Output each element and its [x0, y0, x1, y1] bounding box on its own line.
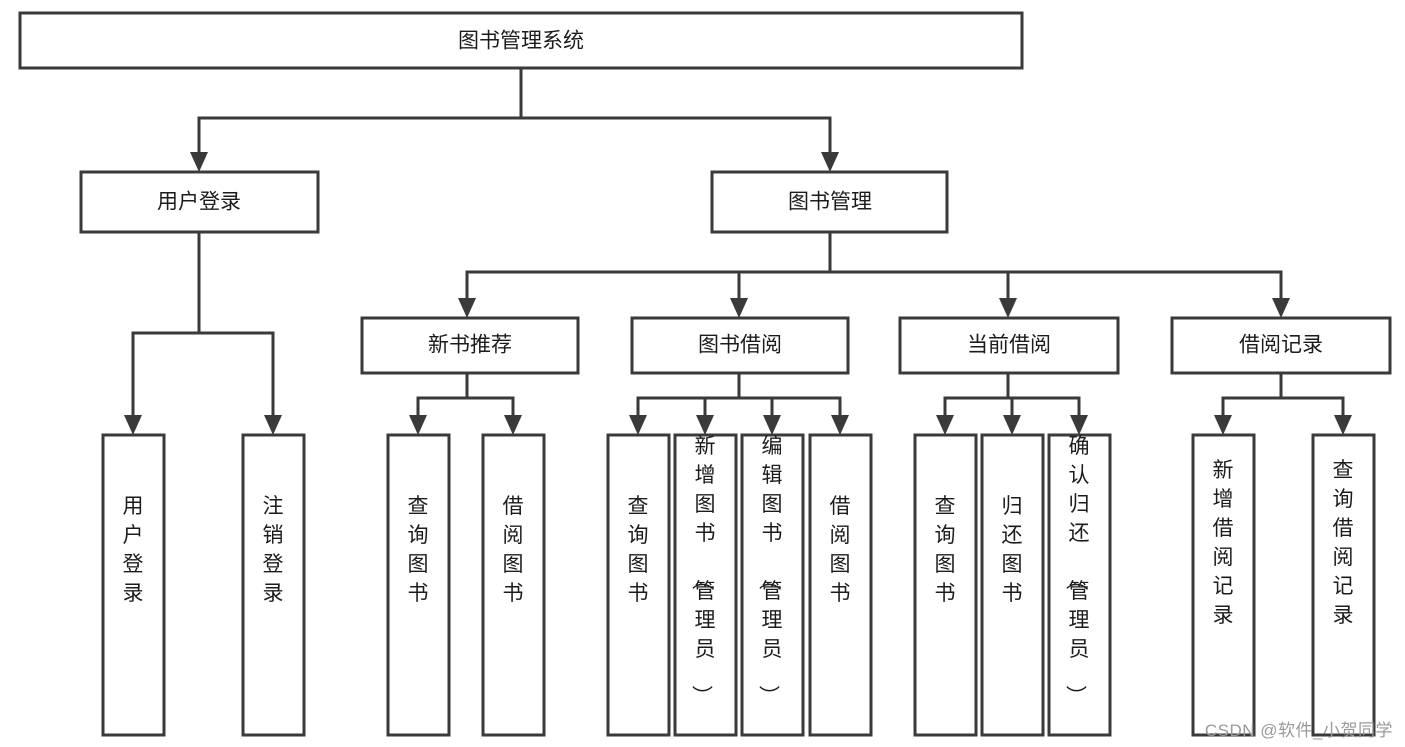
leaf-box — [606, 433, 671, 737]
leaf-borrow-4[interactable]: 借阅图书 — [808, 433, 873, 737]
csdn-watermark: CSDN @软件_小贺同学 — [1204, 721, 1393, 740]
leaf-box — [980, 433, 1045, 737]
leaf-box — [1311, 433, 1376, 737]
leaf-box — [386, 433, 451, 737]
node-current-borrow[interactable]: 当前借阅 — [898, 316, 1120, 375]
leaf-user-login-2[interactable]: 注销登录 — [241, 433, 306, 737]
leaf-borrow-1[interactable]: 查询图书 — [606, 433, 671, 737]
leaf-label: 借阅图书 — [830, 495, 851, 605]
leaf-new-book-1[interactable]: 查询图书 — [386, 433, 451, 737]
leaf-box — [1191, 433, 1256, 737]
leaf-user-login-1[interactable]: 用户登录 — [101, 433, 166, 737]
leaf-box — [101, 433, 166, 737]
leaf-label: 确认归还（管理员） — [1064, 435, 1090, 706]
leaf-box — [808, 433, 873, 737]
node-user-login-label: 用户登录 — [157, 191, 241, 214]
node-book-mgmt[interactable]: 图书管理 — [710, 170, 949, 234]
node-current-borrow-label: 当前借阅 — [967, 334, 1051, 357]
leaf-current-2[interactable]: 归还图书 — [980, 433, 1045, 737]
node-root-box — [18, 11, 1024, 70]
leaf-label: 查询图书 — [935, 495, 956, 605]
node-root[interactable]: 图书管理系统 — [18, 11, 1024, 70]
leaf-borrow-2[interactable]: 新增图书（管理员） — [673, 433, 738, 737]
node-new-book-box — [360, 316, 580, 375]
leaf-label: 用户登录 — [123, 495, 144, 605]
leaf-label: 借阅图书 — [503, 495, 524, 605]
leaf-current-1[interactable]: 查询图书 — [913, 433, 978, 737]
node-book-mgmt-label: 图书管理 — [788, 191, 872, 214]
leaf-record-2[interactable]: 查询借阅记录 — [1311, 433, 1376, 737]
leaf-box — [241, 433, 306, 737]
leaf-box — [481, 433, 546, 737]
connector-group — [124, 66, 1352, 435]
leaf-box — [1047, 433, 1112, 737]
leaf-new-book-2[interactable]: 借阅图书 — [481, 433, 546, 737]
leaf-label: 查询借阅记录 — [1333, 459, 1354, 627]
leaf-label: 编辑图书（管理员） — [757, 435, 783, 706]
node-new-book[interactable]: 新书推荐 — [360, 316, 580, 375]
leaf-borrow-3[interactable]: 编辑图书（管理员） — [740, 433, 805, 737]
leaf-current-3[interactable]: 确认归还（管理员） — [1047, 433, 1112, 737]
node-borrow-record-box — [1170, 316, 1392, 375]
leaf-label: 注销登录 — [263, 495, 284, 605]
node-root-label: 图书管理系统 — [458, 30, 584, 53]
leaf-label: 归还图书 — [1002, 495, 1023, 605]
node-borrow-label: 图书借阅 — [698, 334, 782, 357]
leaf-box — [673, 433, 738, 737]
node-borrow-box — [630, 316, 850, 375]
leaf-label: 新增图书（管理员） — [690, 435, 716, 706]
leaf-label: 查询图书 — [628, 495, 649, 605]
node-user-login[interactable]: 用户登录 — [79, 170, 320, 234]
node-current-borrow-box — [898, 316, 1120, 375]
node-user-login-box — [79, 170, 320, 234]
node-borrow-record[interactable]: 借阅记录 — [1170, 316, 1392, 375]
node-book-mgmt-box — [710, 170, 949, 234]
leaf-label: 新增借阅记录 — [1213, 459, 1234, 627]
leaf-box — [913, 433, 978, 737]
leaf-record-1[interactable]: 新增借阅记录 — [1191, 433, 1256, 737]
node-borrow-record-label: 借阅记录 — [1239, 334, 1323, 357]
node-borrow[interactable]: 图书借阅 — [630, 316, 850, 375]
node-new-book-label: 新书推荐 — [428, 334, 512, 357]
leaf-box — [740, 433, 805, 737]
leaf-label: 查询图书 — [408, 495, 429, 605]
